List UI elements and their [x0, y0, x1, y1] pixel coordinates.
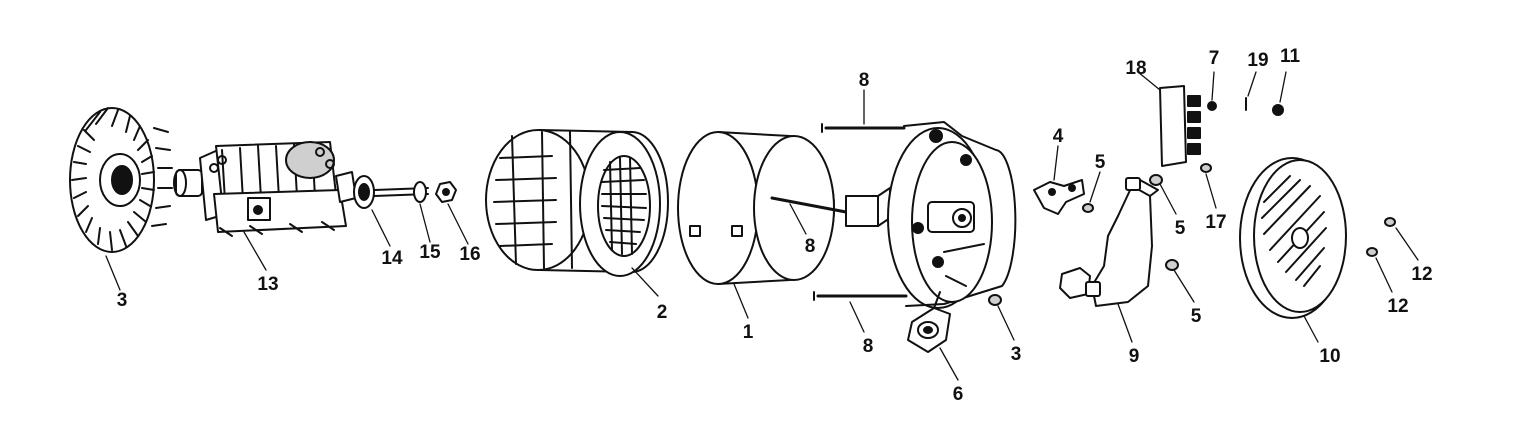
brush-cover-part — [1059, 177, 1159, 307]
callout-1-housing: 1 — [743, 322, 754, 343]
callout-7-screw: 7 — [1209, 48, 1220, 69]
callout-4-clip: 4 — [1053, 126, 1064, 147]
housing-cylinder-part — [677, 131, 835, 285]
fan-flywheel-part — [69, 107, 173, 253]
nut-part — [435, 181, 457, 203]
through-bolt-mid — [770, 196, 848, 214]
washer-part — [413, 181, 427, 203]
callout-8-bolt-mid: 8 — [805, 236, 816, 257]
callout-16-nut: 16 — [459, 244, 480, 265]
callout-13-rotor: 13 — [257, 274, 278, 295]
through-bolt-top — [821, 123, 906, 133]
callout-19-pin: 19 — [1247, 50, 1268, 71]
callout-5-screw-a: 5 — [1095, 152, 1106, 173]
callout-6-bracket: 6 — [953, 384, 964, 405]
callout-labels: 3 13 14 15 16 2 1 8 8 8 6 3 4 5 5 5 9 18… — [117, 46, 1433, 405]
rotor-armature-part — [173, 141, 357, 237]
callout-10-endcap: 10 — [1319, 346, 1340, 367]
callout-9-cover: 9 — [1129, 346, 1140, 367]
bracket-part — [907, 291, 951, 353]
nut-part-11 — [1272, 104, 1284, 116]
leader-lines — [105, 71, 1419, 381]
screw-part-5a — [1082, 203, 1094, 213]
callout-15-washer: 15 — [419, 242, 441, 263]
stator-part — [485, 129, 669, 277]
screw-part-12b — [1366, 247, 1378, 257]
through-bolt-bottom — [813, 291, 908, 301]
screw-part-5c — [1165, 259, 1179, 271]
end-bell-part — [845, 121, 1017, 309]
screw-part-12a — [1384, 217, 1396, 227]
callout-5-screw-b: 5 — [1175, 218, 1186, 239]
callout-8-bolt-top: 8 — [859, 70, 870, 91]
callout-8-bolt-bottom: 8 — [863, 336, 874, 357]
screw-part-17 — [1200, 163, 1212, 173]
callout-12-screw-a: 12 — [1411, 264, 1432, 285]
terminal-plate-part — [1159, 85, 1201, 167]
end-cap-part — [1239, 157, 1347, 319]
callout-17-screw: 17 — [1205, 212, 1226, 233]
callout-12-screw-b: 12 — [1387, 296, 1408, 317]
callout-2-stator: 2 — [657, 302, 668, 323]
clip-part — [1033, 179, 1085, 215]
screw-part-3 — [988, 294, 1002, 306]
callout-5-screw-c: 5 — [1191, 306, 1202, 327]
screw-part-7 — [1207, 101, 1217, 111]
callout-18-plate: 18 — [1125, 58, 1146, 79]
callout-3-screw: 3 — [1011, 344, 1022, 365]
callout-3-flywheel: 3 — [117, 290, 128, 311]
callout-14-shaft: 14 — [381, 248, 403, 269]
screw-part-5b — [1149, 174, 1163, 186]
callout-11-nut: 11 — [1280, 46, 1301, 67]
